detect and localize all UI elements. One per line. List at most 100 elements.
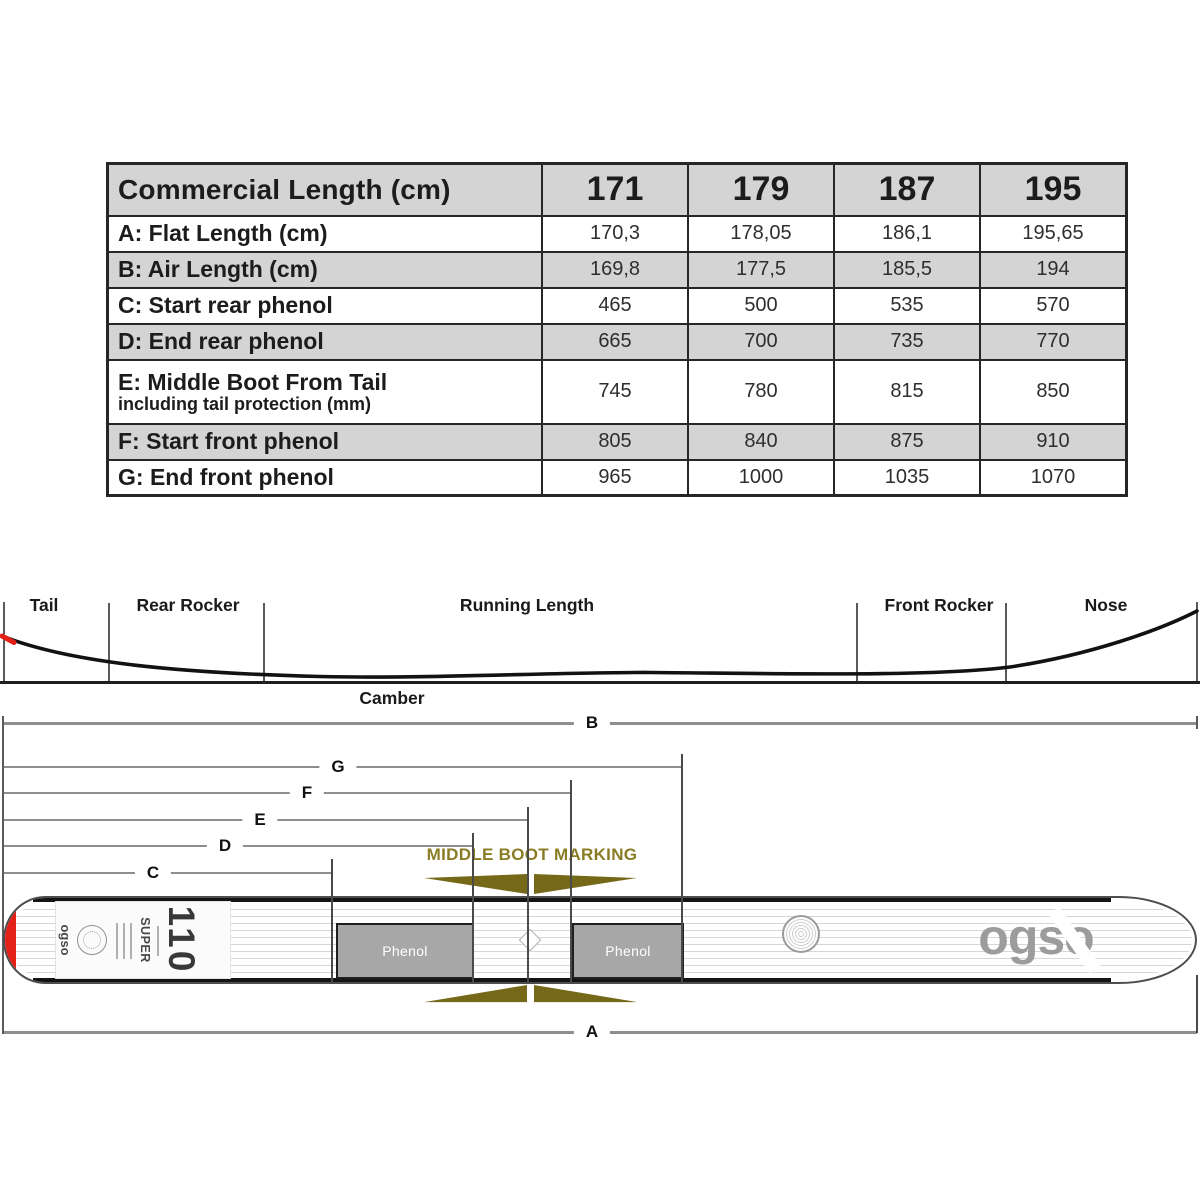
boot-arrow-lower-right — [534, 985, 637, 1003]
dim-tick-d — [472, 833, 474, 984]
tail-model-number: 110 — [161, 905, 202, 975]
phenol-label: Phenol — [382, 943, 428, 959]
table-cell: 1035 — [833, 458, 981, 497]
camber-label: Camber — [359, 688, 425, 708]
dim-tick-c — [331, 859, 333, 984]
table-cell: 535 — [833, 286, 981, 325]
tail-graphics-block: ogso SUPER 110 — [56, 902, 230, 978]
tail-fineprint-line — [116, 923, 118, 959]
table-header-value: 187 — [833, 162, 981, 217]
table-row: C: Start rear phenol 465 500 535 570 — [106, 286, 1128, 325]
profile-divider — [1196, 602, 1198, 682]
table-header-label: Commercial Length (cm) — [106, 162, 543, 217]
dim-tick-g — [681, 754, 683, 984]
table-cell: 700 — [687, 322, 835, 361]
table-cell: 170,3 — [541, 214, 689, 253]
dim-tick-a-right — [1196, 975, 1198, 1033]
profile-divider — [1005, 603, 1007, 682]
front-phenol-plate: Phenol — [572, 923, 684, 979]
table-cell: 186,1 — [833, 214, 981, 253]
dim-b-right-tick — [1196, 716, 1198, 729]
ski-top-view: ogso SUPER 110 Phenol Phenol ogso — [3, 896, 1197, 984]
table-cell: 745 — [541, 358, 689, 425]
dim-tick-e — [527, 807, 529, 984]
tail-red-tip — [5, 908, 16, 972]
profile-divider — [263, 603, 265, 682]
profile-divider — [856, 603, 858, 682]
table-header-value: 195 — [979, 162, 1128, 217]
row-label-sub: including tail protection (mm) — [118, 393, 371, 414]
row-label: B: Air Length (cm) — [106, 250, 543, 289]
boot-arrow-upper-left — [424, 874, 527, 894]
brand-badge-icon — [782, 915, 820, 953]
table-cell: 194 — [979, 250, 1128, 289]
table-cell: 465 — [541, 286, 689, 325]
row-label: A: Flat Length (cm) — [106, 214, 543, 253]
dim-line-f — [3, 792, 570, 794]
table-cell: 500 — [687, 286, 835, 325]
table-cell: 965 — [541, 458, 689, 497]
table-header-value: 179 — [687, 162, 835, 217]
boot-center-mark — [518, 928, 542, 952]
dim-letter-e: E — [242, 810, 278, 830]
profile-red-tip — [0, 633, 17, 645]
table-cell: 665 — [541, 322, 689, 361]
table-cell: 910 — [979, 422, 1128, 461]
table-cell: 735 — [833, 322, 981, 361]
table-cell: 178,05 — [687, 214, 835, 253]
row-label: C: Start rear phenol — [106, 286, 543, 325]
boot-arrow-upper-right — [534, 874, 637, 894]
profile-label-rear-rocker: Rear Rocker — [136, 595, 240, 615]
table-cell: 1000 — [687, 458, 835, 497]
tail-logo-circle — [77, 925, 107, 955]
tail-fineprint-line — [123, 923, 125, 959]
profile-label-nose: Nose — [1084, 595, 1128, 615]
table-cell: 850 — [979, 358, 1128, 425]
row-label-main: E: Middle Boot From Tail — [118, 368, 388, 395]
tail-model-name: SUPER — [138, 917, 152, 963]
table-cell: 815 — [833, 358, 981, 425]
profile-label-tail: Tail — [29, 595, 59, 615]
table-row: D: End rear phenol 665 700 735 770 — [106, 322, 1128, 361]
ski-top-edge — [33, 898, 1111, 902]
spec-table: Commercial Length (cm) 171 179 187 195 A… — [106, 162, 1128, 497]
dim-left-axis — [2, 716, 4, 1034]
middle-boot-marking-label: MIDDLE BOOT MARKING — [426, 845, 638, 864]
tail-fineprint-line — [130, 923, 132, 959]
rear-phenol-plate: Phenol — [336, 923, 474, 979]
table-cell: 840 — [687, 422, 835, 461]
boot-arrow-lower-left — [424, 985, 527, 1003]
table-cell: 875 — [833, 422, 981, 461]
table-cell: 177,5 — [687, 250, 835, 289]
table-cell: 780 — [687, 358, 835, 425]
table-row: A: Flat Length (cm) 170,3 178,05 186,1 1… — [106, 214, 1128, 253]
ski-profile-curve — [0, 609, 1199, 679]
dim-letter-d: D — [206, 836, 244, 856]
profile-divider — [3, 602, 5, 682]
table-row: B: Air Length (cm) 169,8 177,5 185,5 194 — [106, 250, 1128, 289]
table-cell: 570 — [979, 286, 1128, 325]
profile-label-front-rocker: Front Rocker — [884, 595, 994, 615]
row-label: G: End front phenol — [106, 458, 543, 497]
table-cell: 169,8 — [541, 250, 689, 289]
table-cell: 185,5 — [833, 250, 981, 289]
table-cell: 805 — [541, 422, 689, 461]
table-cell: 1070 — [979, 458, 1128, 497]
phenol-label: Phenol — [605, 943, 651, 959]
table-header-row: Commercial Length (cm) 171 179 187 195 — [106, 162, 1128, 217]
table-cell: 195,65 — [979, 214, 1128, 253]
tail-fineprint-line — [157, 926, 159, 956]
table-row: G: End front phenol 965 1000 1035 1070 — [106, 458, 1128, 497]
tail-brand-text: ogso — [58, 924, 73, 956]
dim-letter-f: F — [289, 783, 325, 803]
profile-baseline — [0, 681, 1200, 684]
dim-letter-c: C — [134, 863, 172, 883]
profile-label-running-length: Running Length — [459, 595, 595, 615]
profile-divider — [108, 603, 110, 682]
row-label: F: Start front phenol — [106, 422, 543, 461]
row-label: D: End rear phenol — [106, 322, 543, 361]
dim-tick-f — [570, 780, 572, 984]
